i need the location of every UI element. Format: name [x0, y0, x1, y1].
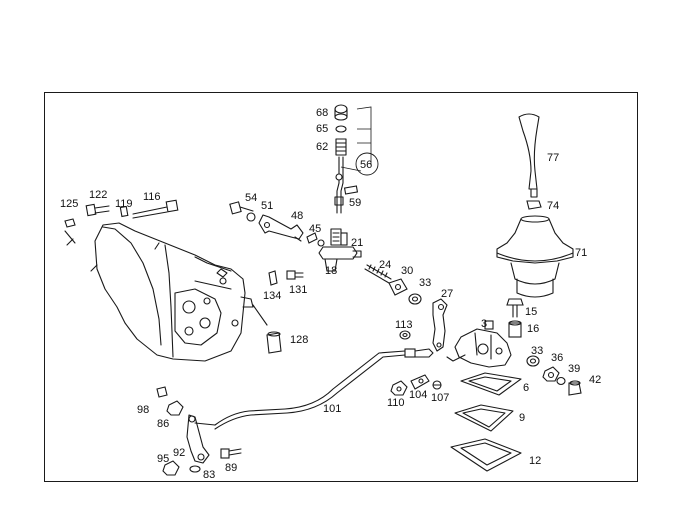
- callout-51: 51: [261, 200, 273, 212]
- callout-21: 21: [351, 237, 363, 249]
- callout-18: 18: [325, 265, 337, 277]
- callout-134: 134: [263, 290, 281, 302]
- callout-42: 42: [589, 374, 601, 386]
- callout-104: 104: [409, 389, 427, 401]
- washer-98: [156, 386, 168, 398]
- callout-71: 71: [575, 247, 587, 259]
- clip-134: [268, 270, 278, 286]
- shift-knob-77: [518, 113, 540, 198]
- callout-54: 54: [245, 192, 257, 204]
- threaded-rod: [364, 264, 392, 284]
- callout-110: 110: [387, 397, 405, 409]
- bushing-113: [399, 330, 411, 340]
- bushing-128: [252, 304, 282, 354]
- ball-107: [432, 380, 442, 390]
- callout-74: 74: [547, 200, 559, 212]
- callout-12: 12: [529, 455, 541, 467]
- callout-15: 15: [525, 306, 537, 318]
- nut-36: [542, 366, 560, 382]
- washer-33-upper: [408, 293, 422, 305]
- callout-27: 27: [441, 288, 453, 300]
- link-104: [410, 374, 430, 390]
- callout-56: 56: [360, 159, 372, 171]
- gasket-12: [450, 438, 522, 472]
- bushing-16: [508, 320, 522, 338]
- callout-95: 95: [157, 453, 169, 465]
- bracket-group: [229, 201, 318, 244]
- callout-65: 65: [316, 123, 328, 135]
- callout-39: 39: [568, 363, 580, 375]
- callout-101: 101: [323, 403, 341, 415]
- shift-rod-upper-assembly: [334, 104, 372, 214]
- callout-77: 77: [547, 152, 559, 164]
- callout-107: 107: [431, 392, 449, 404]
- callout-45: 45: [309, 223, 321, 235]
- callout-59: 59: [349, 197, 361, 209]
- cap-42: [568, 380, 582, 396]
- callout-33-lower: 33: [531, 345, 543, 357]
- callout-86: 86: [157, 418, 169, 430]
- callout-125: 125: [60, 198, 78, 210]
- bolt-group-top-left: [64, 199, 179, 246]
- nut-110: [390, 380, 408, 396]
- gasket-9: [454, 404, 514, 432]
- callout-9: 9: [519, 412, 525, 424]
- callout-128: 128: [290, 334, 308, 346]
- boot-71: [496, 215, 574, 298]
- nut-86: [166, 400, 184, 416]
- gasket-6: [460, 372, 522, 396]
- plate-30: [388, 278, 408, 296]
- shift-rod-101: [214, 348, 434, 430]
- bolt-15: [506, 298, 524, 318]
- callout-131: 131: [289, 284, 307, 296]
- callout-24: 24: [379, 259, 391, 271]
- link-arm-92: [186, 414, 216, 464]
- selector-lever-group: [317, 228, 362, 272]
- callout-113: 113: [395, 319, 413, 331]
- callout-30: 30: [401, 265, 413, 277]
- callout-62: 62: [316, 141, 328, 153]
- callout-48: 48: [291, 210, 303, 222]
- callout-83: 83: [203, 469, 215, 481]
- diagram-frame: 68 65 62 56 59 77 125 122 119 116 54 51 …: [44, 92, 638, 482]
- callout-92: 92: [173, 447, 185, 459]
- callout-3: 3: [481, 318, 487, 330]
- parts-diagram: [64, 104, 582, 476]
- callout-56-circle: [355, 152, 379, 176]
- gearbox-housing: [90, 222, 254, 362]
- callout-6: 6: [523, 382, 529, 394]
- callout-layer: 68 65 62 56 59 77 125 122 119 116 54 51 …: [60, 107, 601, 481]
- bolt-89: [220, 448, 242, 459]
- washer-33-lower: [526, 355, 540, 367]
- callout-36: 36: [551, 352, 563, 364]
- callout-98: 98: [137, 404, 149, 416]
- callout-116: 116: [143, 191, 161, 203]
- callout-122: 122: [89, 189, 107, 201]
- nut-74: [526, 200, 542, 210]
- callout-68: 68: [316, 107, 328, 119]
- callout-33-upper: 33: [419, 277, 431, 289]
- nut-95: [162, 460, 180, 476]
- bolt-131: [286, 270, 304, 280]
- callout-89: 89: [225, 462, 237, 474]
- washer-83: [189, 465, 201, 473]
- washer-39: [556, 376, 566, 386]
- callout-119: 119: [115, 198, 133, 210]
- shift-housing-3: [446, 320, 512, 368]
- callout-16: 16: [527, 323, 539, 335]
- lever-27: [432, 298, 448, 352]
